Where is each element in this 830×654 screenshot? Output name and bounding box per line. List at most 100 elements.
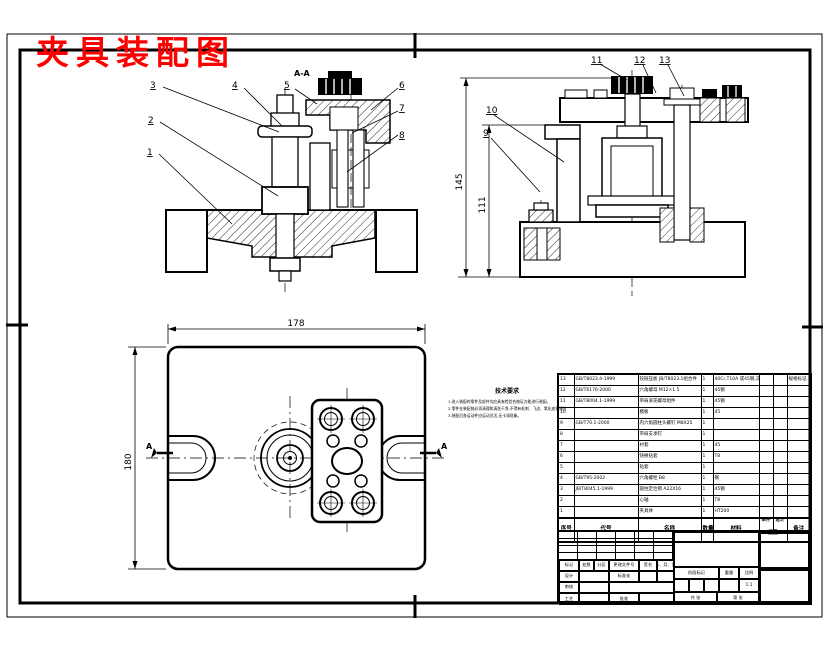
cell-material bbox=[712, 462, 760, 474]
front-view-callouts bbox=[158, 86, 399, 225]
cell-weight-total bbox=[772, 429, 788, 441]
tb-weight-value bbox=[719, 579, 739, 592]
dim-111: 111 bbox=[478, 196, 488, 213]
callout-5: 5 bbox=[284, 81, 290, 91]
cell-weight-total bbox=[772, 451, 788, 463]
cell-remark bbox=[786, 396, 812, 408]
cell-code: GB/T95-2002 bbox=[573, 473, 639, 485]
tb-mid-empty bbox=[674, 532, 759, 567]
cell-code bbox=[573, 429, 639, 441]
cell-qty: 1 bbox=[700, 385, 714, 397]
tb-standardization: 标准化 bbox=[609, 571, 639, 582]
cell-material: 45钢 bbox=[712, 484, 760, 496]
tech-req-line: 3.装配后各运动件应运动灵活,无卡滞现象。 bbox=[448, 413, 522, 419]
cell-qty: 1 bbox=[700, 396, 714, 408]
tech-req-line: 1.进入装配的零件及部件均应具有检验合格证方能进行装配。 bbox=[448, 399, 551, 404]
section-arrow-label-left: A bbox=[146, 442, 153, 451]
tb-date: 年、月、日 bbox=[657, 560, 674, 571]
cell-no: 4 bbox=[557, 473, 575, 485]
cell-remark bbox=[786, 385, 812, 397]
cell-name: 铰链压板 JB/T8023.1组合件 bbox=[637, 373, 702, 386]
tb-mark: 标记 bbox=[559, 560, 579, 571]
cell-code bbox=[573, 495, 639, 507]
cell-remark: 规格标记 bbox=[786, 373, 812, 386]
cell-qty: 1 bbox=[700, 407, 714, 419]
tb-approve-sign bbox=[639, 593, 674, 605]
callout-13: 13 bbox=[659, 56, 670, 66]
tb-scale-value: 1:1 bbox=[739, 579, 759, 592]
tb-approve: 批准 bbox=[609, 593, 639, 605]
cell-name: 模板 bbox=[637, 407, 702, 419]
cell-weight-each bbox=[758, 429, 774, 441]
cell-name: 钻套 bbox=[637, 462, 702, 474]
tb-stage-box bbox=[704, 579, 719, 592]
cell-qty: 1 bbox=[700, 473, 714, 485]
front-view bbox=[165, 71, 418, 292]
tb-stage-box bbox=[689, 579, 704, 592]
tb-weight: 重量 bbox=[719, 567, 739, 579]
cell-no: 10 bbox=[557, 407, 575, 419]
side-view-dims bbox=[458, 77, 614, 278]
side-view-callouts bbox=[490, 63, 685, 193]
callout-2: 2 bbox=[148, 116, 154, 126]
callout-9: 9 bbox=[483, 129, 489, 139]
cell-no: 12 bbox=[557, 385, 575, 397]
cell-code bbox=[573, 407, 639, 419]
tb-drawing-code bbox=[759, 532, 812, 569]
plan-view bbox=[128, 324, 444, 571]
callout-4: 4 bbox=[232, 81, 238, 91]
cell-weight-total bbox=[772, 385, 788, 397]
cell-remark bbox=[786, 418, 812, 430]
cell-weight-total bbox=[772, 418, 788, 430]
cell-remark bbox=[786, 495, 812, 507]
title-block: 标记 处数 分区 更改文件号 签名 年、月、日 设计 标准化 审核 工艺 批准 … bbox=[557, 530, 812, 605]
cell-remark bbox=[786, 506, 812, 519]
cell-code: GB/T8023.4-1999 bbox=[573, 373, 639, 386]
tb-process: 工艺 bbox=[559, 593, 579, 605]
tb-stage-mark: 阶段标记 bbox=[674, 567, 719, 579]
side-view bbox=[519, 70, 749, 296]
cell-weight-total bbox=[772, 462, 788, 474]
header-remark: 备注 bbox=[786, 517, 812, 543]
cell-weight-each bbox=[758, 440, 774, 452]
callout-6: 6 bbox=[399, 81, 405, 91]
cell-weight-total bbox=[772, 495, 788, 507]
cell-no: 5 bbox=[557, 462, 575, 474]
cell-qty: 1 bbox=[700, 418, 714, 430]
cell-weight-total bbox=[772, 473, 788, 485]
section-view-label: A-A bbox=[294, 69, 311, 78]
cell-qty: 1 bbox=[700, 451, 714, 463]
tb-design: 设计 bbox=[559, 571, 579, 582]
cell-remark bbox=[786, 451, 812, 463]
revision-grid bbox=[559, 532, 674, 560]
callout-10: 10 bbox=[486, 106, 498, 116]
callout-1: 1 bbox=[147, 148, 153, 158]
cell-weight-each bbox=[758, 462, 774, 474]
technical-requirements: 技术要求 1.进入装配的零件及部件均应具有检验合格证方能进行装配。 2.零件在装… bbox=[448, 386, 566, 420]
cell-remark bbox=[786, 440, 812, 452]
cell-material: 45 bbox=[712, 440, 760, 452]
cell-code: GB/T70.1-2000 bbox=[573, 418, 639, 430]
cell-weight-each bbox=[758, 373, 774, 386]
tb-check: 审核 bbox=[559, 582, 579, 593]
cell-weight-total bbox=[772, 506, 788, 519]
drawing-title: 夹具装配图 bbox=[36, 33, 236, 72]
cell-weight-each bbox=[758, 473, 774, 485]
tb-check-extra bbox=[609, 582, 674, 593]
cell-name: 带肩支承钉 bbox=[637, 429, 702, 441]
callout-3: 3 bbox=[150, 81, 156, 91]
cell-material: HT200 bbox=[712, 506, 760, 519]
cell-name: 快换钻套 bbox=[637, 451, 702, 463]
tb-drawing-name bbox=[759, 569, 812, 605]
cell-no: 6 bbox=[557, 451, 575, 463]
